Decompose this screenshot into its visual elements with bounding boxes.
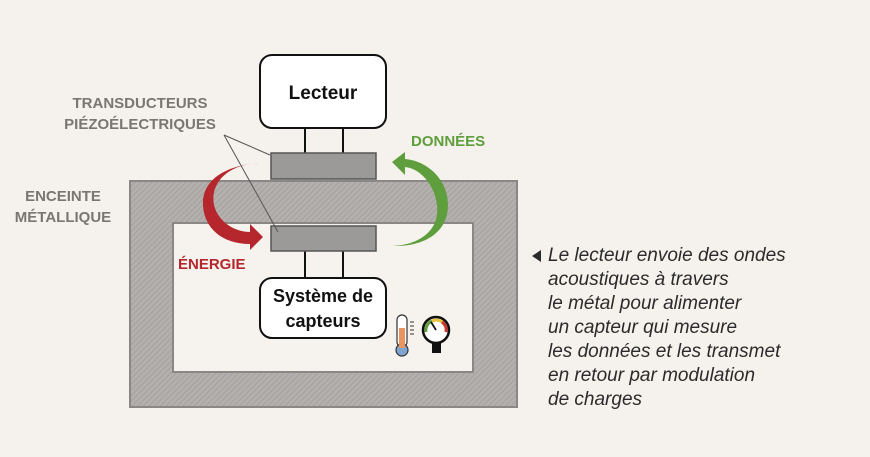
data-label: DONNÉES [411,133,486,150]
caption-line: un capteur qui mesure [548,317,738,338]
thermometer-icon [395,314,414,357]
enclosure-label-line1: ENCEINTE [25,188,101,205]
caption: Le lecteur envoie des ondes acoustiques … [548,244,786,412]
enclosure-label-line2: MÉTALLIQUE [14,209,112,226]
sensor-label-line1: Système de [273,286,373,306]
transducer-pointer-lines [223,134,279,233]
sensor-system-box: Système de capteurs [259,277,387,339]
bottom-transducer [270,225,377,252]
energy-label: ÉNERGIE [178,256,246,273]
wires [304,128,344,278]
top-transducer [270,152,377,180]
transducers-label-line2: PIÉZOÉLECTRIQUES [64,116,216,133]
caption-line: le métal pour alimenter [548,293,742,314]
enclosure-label: ENCEINTE MÉTALLIQUE [2,186,124,228]
transducers-label: TRANSDUCTEURS PIÉZOÉLECTRIQUES [55,93,225,135]
transducers-label-line1: TRANSDUCTEURS [72,95,208,112]
energy-arrow [202,163,263,250]
caption-line: en retour par modulation [548,365,756,386]
reader-label: Lecteur [289,83,358,104]
caption-pointer-icon [532,250,541,262]
sensor-label-line2: capteurs [285,311,360,331]
caption-line: les données et les transmet [548,341,781,362]
reader-box: Lecteur [259,54,387,129]
caption-line: de charges [548,389,643,410]
pressure-gauge-icon [421,315,451,353]
caption-line: Le lecteur envoie des ondes [548,245,786,266]
data-arrow [392,152,448,247]
caption-line: acoustiques à travers [548,269,729,290]
